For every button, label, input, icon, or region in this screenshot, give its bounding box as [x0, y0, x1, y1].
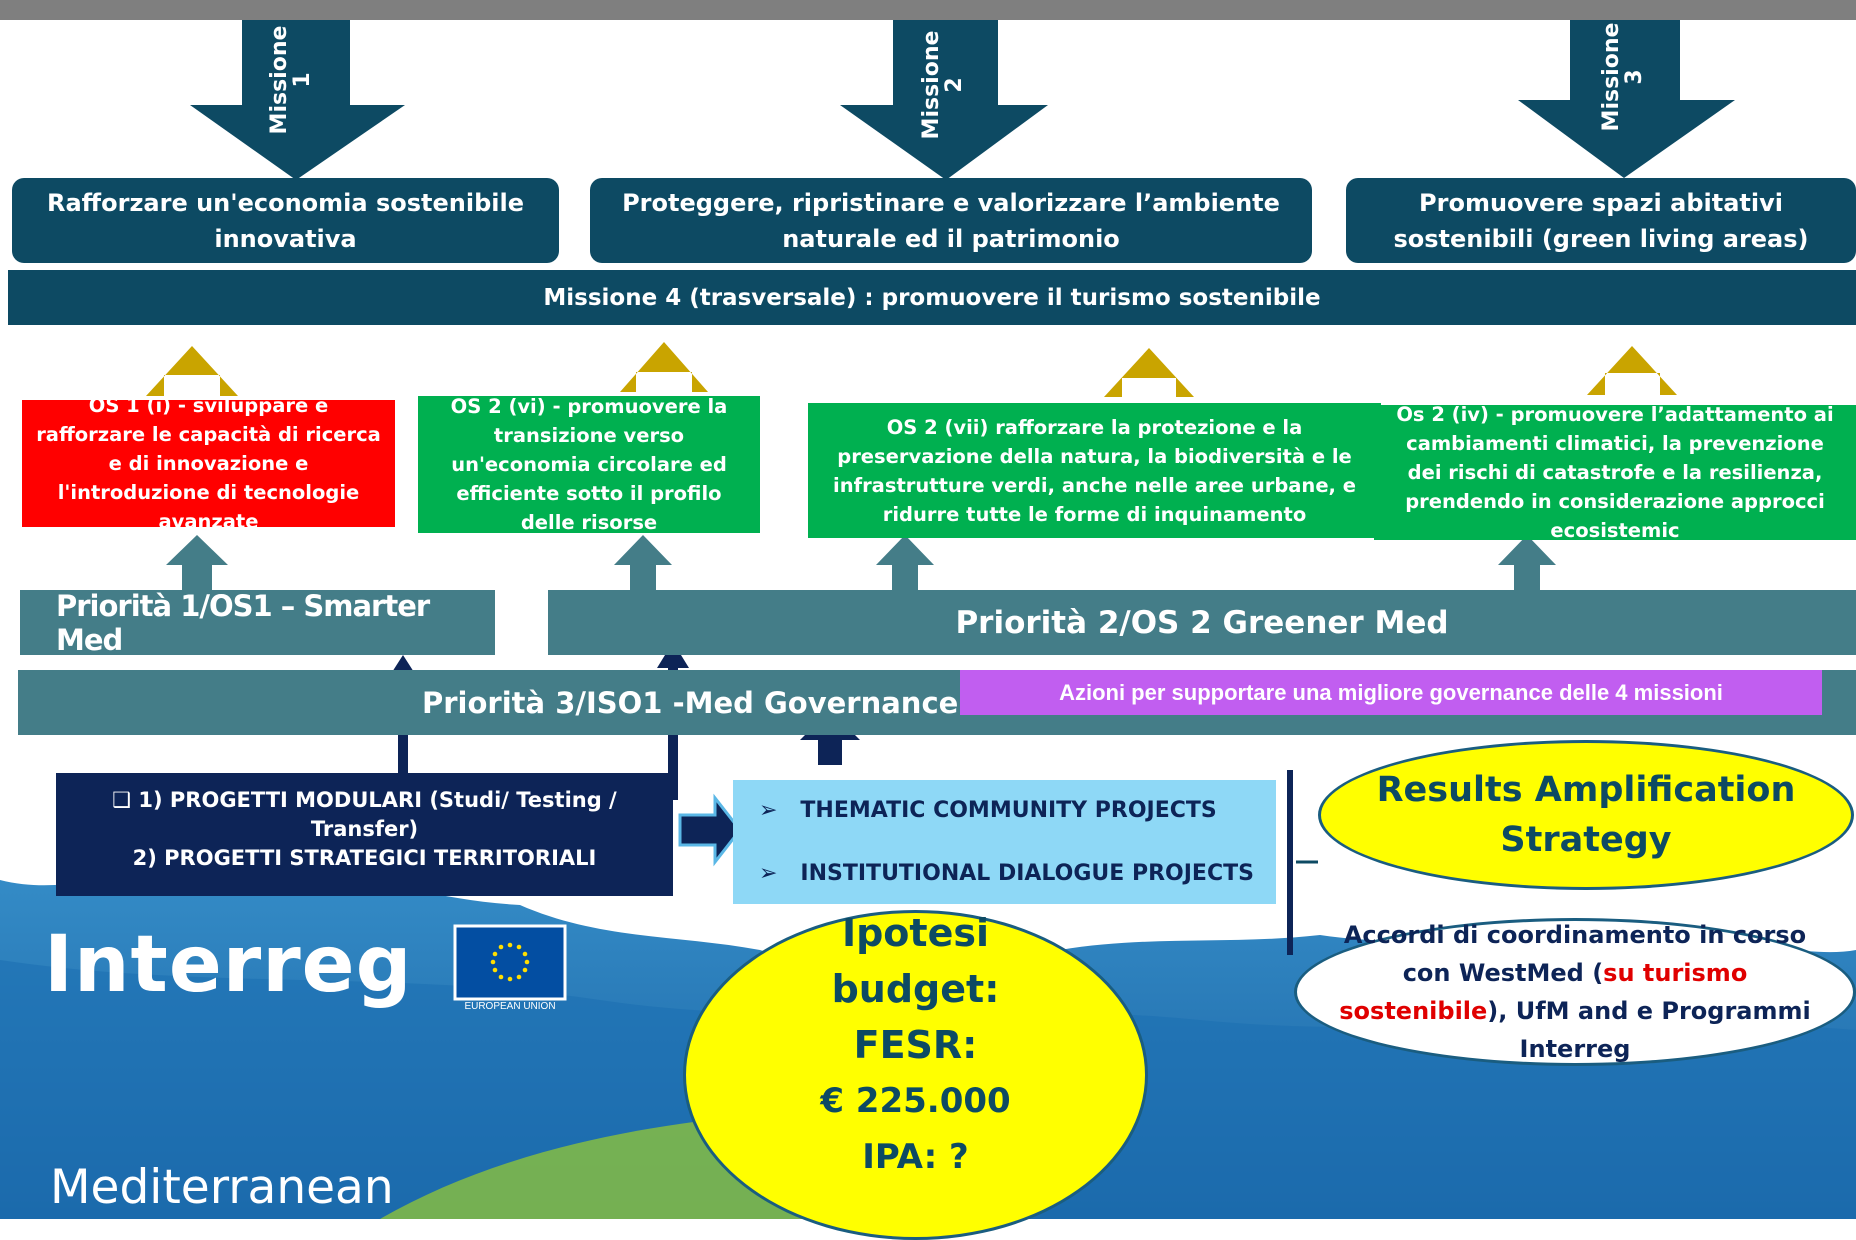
eu-label: EUROPEAN UNION	[464, 1001, 556, 1012]
priority-2-bar: Priorità 2/OS 2 Greener Med	[548, 590, 1856, 655]
mission-3-title: Promuovere spazi abitativi sostenibili (…	[1393, 188, 1809, 253]
budget-line-4: € 225.000	[820, 1081, 1011, 1121]
gold-arrow-4	[1587, 346, 1677, 395]
objective-os2-vii-text: OS 2 (vii) rafforzare la protezione e la…	[833, 415, 1356, 526]
projects-box: ❑ 1) PROGETTI MODULARI (Studi/ Testing /…	[56, 773, 673, 896]
objective-os2-iv-box: Os 2 (iv) - promuovere l’adattamento ai …	[1374, 403, 1856, 542]
accordi-text: Accordi di coordinamento in corso con We…	[1331, 916, 1819, 1068]
priority-3-tag-text: Azioni per supportare una migliore gover…	[1059, 679, 1723, 705]
projects-line-1: 1) PROGETTI MODULARI (Studi/ Testing / T…	[138, 788, 617, 841]
thematic-item-1: ➢ THEMATIC COMMUNITY PROJECTS	[759, 798, 1217, 823]
mission-4-bar: Missione 4 (trasversale) : promuovere il…	[8, 270, 1856, 325]
mission-4-text: Missione 4 (trasversale) : promuovere il…	[543, 284, 1321, 311]
thematic-box: ➢ THEMATIC COMMUNITY PROJECTS ➢ INSTITUT…	[733, 780, 1276, 904]
thematic-item-2-text: INSTITUTIONAL DIALOGUE PROJECTS	[800, 861, 1254, 886]
interreg-logo: Interreg	[44, 920, 413, 1010]
mission-3-label: Missione 3	[1599, 22, 1648, 132]
budget-line-3: FESR:	[853, 1023, 978, 1067]
mission-2-arrow	[840, 12, 1048, 180]
eu-stars	[490, 942, 530, 982]
thematic-item-1-text: THEMATIC COMMUNITY PROJECTS	[800, 798, 1217, 823]
mission-1-box: Rafforzare un'economia sostenibile innov…	[12, 178, 559, 263]
right-arrow	[678, 793, 742, 867]
checkbox-icon: ❑	[112, 788, 132, 812]
accordi-part-2: ), UfM and e Programmi Interreg	[1487, 997, 1811, 1063]
mission-3-box: Promuovere spazi abitativi sostenibili (…	[1346, 178, 1856, 263]
arrow-bullet-icon: ➢	[759, 798, 778, 823]
budget-line-2: budget:	[831, 967, 1000, 1011]
mission-2-label: Missione 2	[919, 30, 968, 140]
objective-os2-iv-text: Os 2 (iv) - promuovere l’adattamento ai …	[1396, 403, 1834, 542]
gold-arrow-1	[146, 346, 238, 396]
objective-os2-vi-box: OS 2 (vi) - promuovere la transizione ve…	[418, 395, 760, 534]
accordi-highlight: su turismo sostenibile	[1339, 959, 1748, 1025]
priority-2-text: Priorità 2/OS 2 Greener Med	[955, 604, 1449, 641]
mediterranean-logo: Mediterranean	[50, 1160, 394, 1215]
projects-line-2: 2) PROGETTI STRATEGICI TERRITORIALI	[132, 846, 597, 870]
budget-ellipse: Ipotesi budget: FESR: € 225.000 IPA: ?	[683, 910, 1148, 1240]
objective-os1-box: OS 1 (i) - sviluppare e rafforzare le ca…	[22, 394, 395, 533]
teal-arrow-3	[876, 535, 934, 590]
mission-2-box: Proteggere, ripristinare e valorizzare l…	[590, 178, 1312, 263]
results-text: Results Amplification Strategy	[1376, 770, 1796, 860]
top-bar	[0, 0, 1856, 20]
accordi-part-1: Accordi di coordinamento in corso con We…	[1343, 921, 1807, 987]
gold-arrow-2	[620, 342, 708, 392]
eu-flag-icon	[453, 924, 567, 1001]
mission-1-label: Missione 1	[267, 25, 316, 135]
teal-arrow-2	[614, 535, 672, 590]
priority-3-text: Priorità 3/ISO1 -Med Governance:	[422, 685, 970, 720]
teal-arrow-4	[1498, 535, 1556, 590]
mission-1-arrow	[190, 12, 405, 180]
thematic-item-2: ➢ INSTITUTIONAL DIALOGUE PROJECTS	[759, 861, 1254, 886]
teal-arrow-1	[166, 535, 228, 590]
mission-2-title: Proteggere, ripristinare e valorizzare l…	[622, 188, 1280, 253]
objective-os1-text: OS 1 (i) - sviluppare e rafforzare le ca…	[36, 394, 381, 533]
objective-os2-vi-text: OS 2 (vi) - promuovere la transizione ve…	[450, 395, 728, 534]
connector-arrow-3	[800, 710, 860, 765]
gold-arrow-3	[1104, 348, 1194, 397]
priority-1-bar: Priorità 1/OS1 – Smarter Med	[20, 588, 495, 657]
results-ellipse: Results Amplification Strategy	[1318, 740, 1854, 890]
arrow-bullet-icon: ➢	[759, 861, 778, 886]
mission-1-title: Rafforzare un'economia sostenibile innov…	[47, 188, 524, 253]
accordi-ellipse: Accordi di coordinamento in corso con We…	[1294, 918, 1856, 1066]
objective-os2-vii-box: OS 2 (vii) rafforzare la protezione e la…	[808, 403, 1381, 538]
budget-line-1: Ipotesi	[841, 911, 989, 955]
mission-3-arrow	[1518, 10, 1735, 178]
budget-line-5: IPA: ?	[862, 1137, 969, 1177]
priority-3-tag: Azioni per supportare una migliore gover…	[960, 670, 1822, 715]
priority-1-text: Priorità 1/OS1 – Smarter Med	[56, 588, 430, 657]
